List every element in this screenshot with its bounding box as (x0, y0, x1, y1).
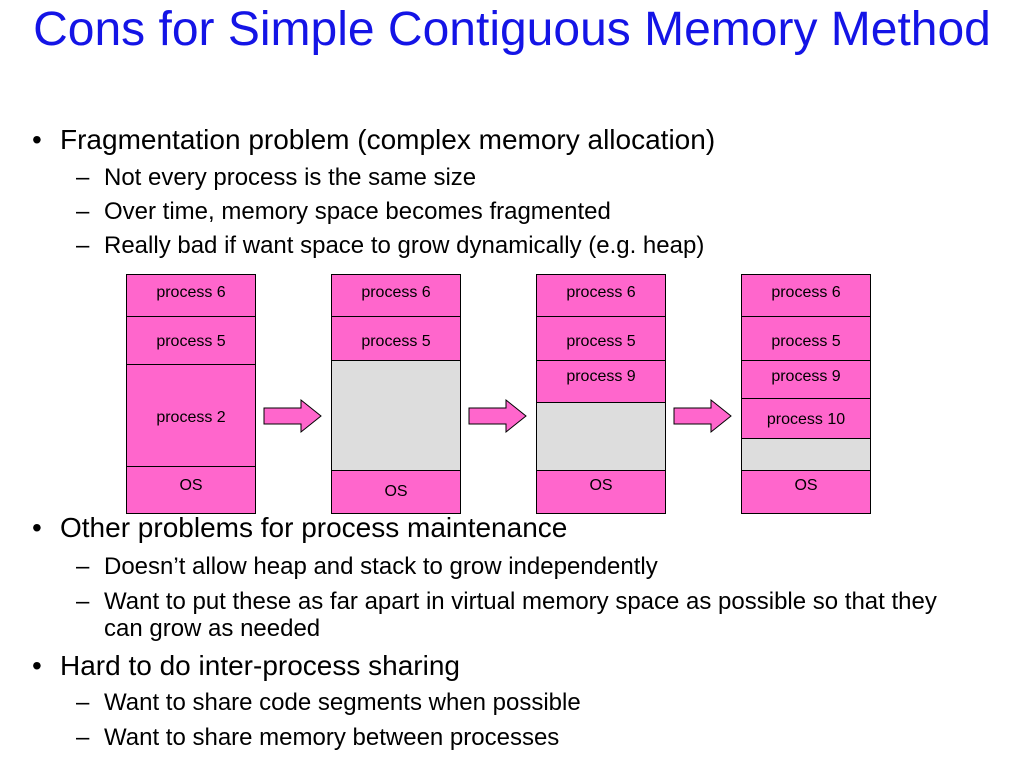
memory-segment: process 6 (537, 275, 665, 317)
memory-segment: OS (127, 467, 255, 513)
memory-segment: process 5 (742, 317, 870, 361)
memory-column-1: process 6 process 5 process 2 OS (126, 274, 256, 514)
segment-label: OS (179, 477, 203, 494)
sub-bullet-mark: – (76, 164, 90, 191)
segment-label: process 6 (566, 284, 636, 301)
memory-segment: process 10 (742, 399, 870, 439)
segment-label: process 9 (771, 368, 841, 385)
sub-bullet-text: Really bad if want space to grow dynamic… (104, 232, 705, 259)
slide-title: Cons for Simple Contiguous Memory Method (33, 3, 991, 56)
sub-bullet-text: Not every process is the same size (104, 164, 477, 191)
bullet-mark: • (32, 512, 42, 543)
sub-bullet-text: Want to share code segments when possibl… (104, 689, 581, 716)
segment-label: process 9 (566, 368, 636, 385)
bullet-text: Other problems for process maintenance (60, 512, 568, 543)
sub-bullet-text: Over time, memory space becomes fragment… (104, 198, 611, 225)
bullet-mark: • (32, 124, 42, 155)
segment-label: process 5 (566, 333, 636, 350)
bullet-text: Fragmentation problem (complex memory al… (60, 124, 716, 155)
sub-bullet-mark: – (76, 724, 90, 751)
memory-column-2: process 6 process 5 OS (331, 274, 461, 514)
right-arrow-icon (468, 398, 527, 434)
memory-segment: process 5 (127, 317, 255, 365)
memory-segment: process 6 (127, 275, 255, 317)
bullet-text: Hard to do inter-process sharing (60, 650, 460, 681)
sub-bullet-text: Want to put these as far apart in virtua… (104, 588, 937, 642)
segment-label: OS (794, 477, 818, 494)
right-arrow-icon (263, 398, 322, 434)
segment-label: process 6 (361, 284, 431, 301)
right-arrow-icon (673, 398, 732, 434)
memory-segment: process 5 (332, 317, 460, 361)
memory-segment: process 2 (127, 365, 255, 467)
free-memory-segment (537, 403, 665, 471)
sub-bullet-mark: – (76, 689, 90, 716)
segment-label: process 5 (771, 333, 841, 350)
sub-bullet-mark: – (76, 553, 90, 580)
segment-label: OS (384, 483, 408, 500)
sub-bullet-mark: – (76, 588, 90, 615)
sub-bullet: – Want to put these as far apart in virt… (76, 588, 976, 642)
segment-label: process 10 (766, 411, 846, 428)
free-memory-segment (742, 439, 870, 471)
memory-segment: OS (332, 471, 460, 513)
memory-column-3: process 6 process 5 process 9 OS (536, 274, 666, 514)
segment-label: process 2 (156, 409, 226, 426)
sub-bullet-text: Want to share memory between processes (104, 724, 560, 751)
segment-label: process 5 (361, 333, 431, 350)
memory-segment: process 6 (742, 275, 870, 317)
free-memory-segment (332, 361, 460, 471)
memory-segment: OS (537, 471, 665, 513)
sub-bullet-mark: – (76, 198, 90, 225)
bullet-mark: • (32, 650, 42, 681)
segment-label: OS (589, 477, 613, 494)
memory-segment: process 5 (537, 317, 665, 361)
sub-bullet-text: Doesn’t allow heap and stack to grow ind… (104, 553, 658, 580)
memory-segment: process 9 (537, 361, 665, 403)
segment-label: process 5 (156, 333, 226, 350)
memory-column-4: process 6 process 5 process 9 process 10… (741, 274, 871, 514)
memory-segment: OS (742, 471, 870, 513)
memory-segment: process 6 (332, 275, 460, 317)
memory-segment: process 9 (742, 361, 870, 399)
segment-label: process 6 (156, 284, 226, 301)
segment-label: process 6 (771, 284, 841, 301)
sub-bullet-mark: – (76, 232, 90, 259)
